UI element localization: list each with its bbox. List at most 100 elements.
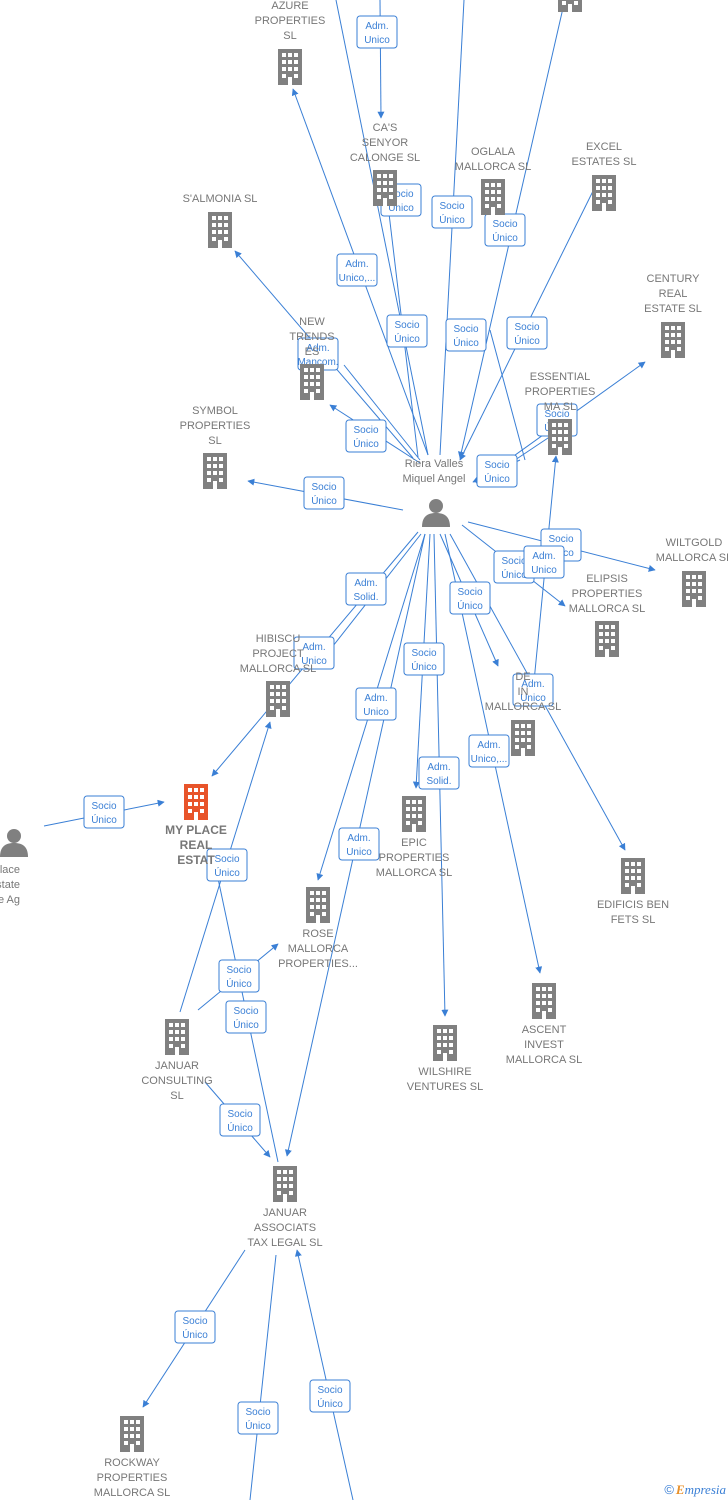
relation-label-text: Socio bbox=[311, 482, 336, 493]
node-myplace_ag[interactable]: y Placeal Estatetique Ag bbox=[0, 829, 28, 906]
relation-edge bbox=[335, 0, 429, 456]
node-rose[interactable]: ROSEMALLORCAPROPERTIES... bbox=[278, 887, 358, 970]
relation-label[interactable]: Adm.Unico bbox=[512, 673, 554, 707]
node-label: AZURE bbox=[271, 0, 308, 12]
relation-label-box bbox=[309, 1379, 351, 1413]
relation-label-box bbox=[476, 454, 518, 488]
relation-label[interactable]: Adm.Unico bbox=[293, 636, 335, 670]
relation-label-text: Único bbox=[317, 1397, 343, 1410]
relation-label[interactable]: Adm.Solid. bbox=[418, 756, 460, 790]
relation-label-text: Socio bbox=[457, 587, 482, 598]
building-icon bbox=[120, 1416, 144, 1452]
building-icon bbox=[208, 212, 232, 248]
building-icon bbox=[661, 322, 685, 358]
building-icon bbox=[300, 364, 324, 400]
node-label: SL bbox=[283, 30, 296, 42]
node-label: ESTATE SL bbox=[644, 303, 702, 315]
node-label: CA'S bbox=[373, 122, 398, 134]
building-icon bbox=[165, 1019, 189, 1055]
node-label: JANUAR bbox=[263, 1207, 307, 1219]
building-icon bbox=[184, 784, 208, 820]
relation-label-box bbox=[523, 545, 565, 579]
relation-label[interactable]: Adm. Unico bbox=[356, 15, 398, 49]
node-label: IN bbox=[518, 686, 529, 698]
relation-label-box bbox=[303, 476, 345, 510]
node-label: PROPERTIES bbox=[572, 588, 643, 600]
relation-label-text: Único bbox=[353, 437, 379, 450]
relation-label-box bbox=[218, 959, 260, 993]
relation-label-text: Socio bbox=[214, 854, 239, 865]
node-label: ASSOCIATS bbox=[254, 1222, 316, 1234]
relation-label-text: Adm. bbox=[347, 833, 370, 844]
relation-label[interactable]: Adm.Unico bbox=[355, 687, 397, 721]
relation-label[interactable]: Adm.Unico,... bbox=[336, 253, 378, 287]
relation-label-text: Único bbox=[453, 336, 479, 349]
relation-label-box bbox=[418, 756, 460, 790]
node-label: REAL bbox=[659, 288, 688, 300]
relation-label-text: Socio bbox=[388, 189, 413, 200]
node-label: MALLORCA SL bbox=[455, 161, 531, 173]
node-label: HIBISCU bbox=[256, 633, 301, 645]
relation-label-text: Unico bbox=[301, 656, 327, 667]
relation-label-text: Socio bbox=[394, 320, 419, 331]
relation-label-text: Socio bbox=[501, 556, 526, 567]
relation-label-text: Unico bbox=[364, 35, 390, 46]
relation-label[interactable]: Adm.Unico bbox=[338, 827, 380, 861]
node-topright[interactable] bbox=[558, 0, 582, 12]
relation-label-text: Único bbox=[226, 977, 252, 990]
relation-label-text: Socio bbox=[484, 460, 509, 471]
relation-label[interactable]: Adm.Solid. bbox=[345, 572, 387, 606]
relation-label-text: Único bbox=[457, 599, 483, 612]
relation-label-box bbox=[356, 15, 398, 49]
node-label: NEW bbox=[299, 316, 325, 328]
relation-label-text: Socio bbox=[514, 322, 539, 333]
node-label: SL bbox=[208, 435, 221, 447]
relation-label[interactable]: Adm.Unico bbox=[523, 545, 565, 579]
relation-label[interactable]: Adm.Unico,... bbox=[468, 734, 510, 768]
relation-label-text: Adm. bbox=[365, 21, 388, 32]
relation-label-text: Socio bbox=[439, 201, 464, 212]
building-icon bbox=[373, 170, 397, 206]
node-salmonia[interactable]: S'ALMONIA SL bbox=[183, 193, 258, 248]
relation-edge bbox=[531, 455, 559, 703]
